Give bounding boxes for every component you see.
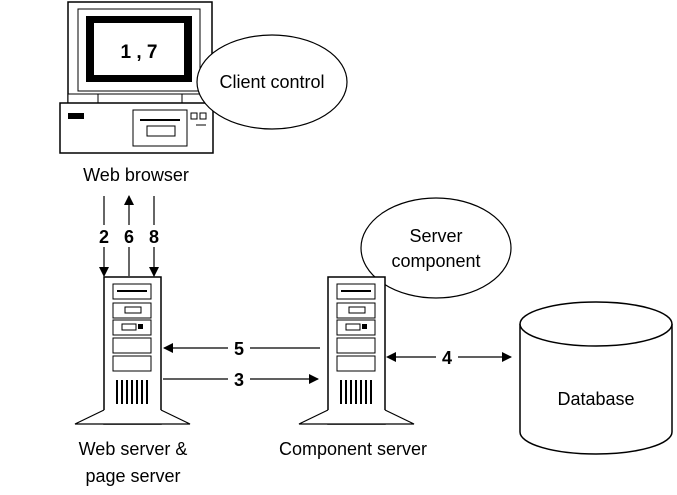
component-server-caption: Component server — [279, 439, 427, 459]
power-led — [68, 113, 84, 119]
step-6-label: 6 — [124, 227, 134, 247]
browser-server-arrows: 2 6 8 — [96, 195, 166, 277]
server-component-label-line2: component — [391, 251, 480, 271]
web-server-caption-line1: Web server & — [79, 439, 188, 459]
monitor-screen — [94, 23, 184, 75]
step-4-label: 4 — [442, 348, 452, 368]
client-control-label: Client control — [219, 72, 324, 92]
server-component-bubble — [360, 197, 512, 299]
web-server-tower — [74, 276, 191, 425]
drive-bay — [132, 109, 188, 147]
step-8-label: 8 — [149, 227, 159, 247]
monitor-stand — [67, 93, 213, 104]
database-cylinder — [519, 301, 673, 455]
step-3-label: 3 — [234, 370, 244, 390]
step-5-label: 5 — [234, 339, 244, 359]
database-arrow: 4 — [386, 345, 512, 369]
server-component-arrows: 5 3 — [163, 336, 320, 391]
web-browser-caption: Web browser — [83, 165, 189, 185]
client-control-bubble — [196, 34, 348, 130]
step-2-label: 2 — [99, 227, 109, 247]
screen-text: 1 , 7 — [121, 42, 158, 63]
component-server-tower — [298, 276, 415, 425]
server-component-label-line1: Server — [409, 226, 462, 246]
client-computer: 1 , 7 — [59, 1, 214, 154]
web-server-caption-line2: page server — [85, 466, 180, 486]
database-label: Database — [557, 389, 634, 409]
